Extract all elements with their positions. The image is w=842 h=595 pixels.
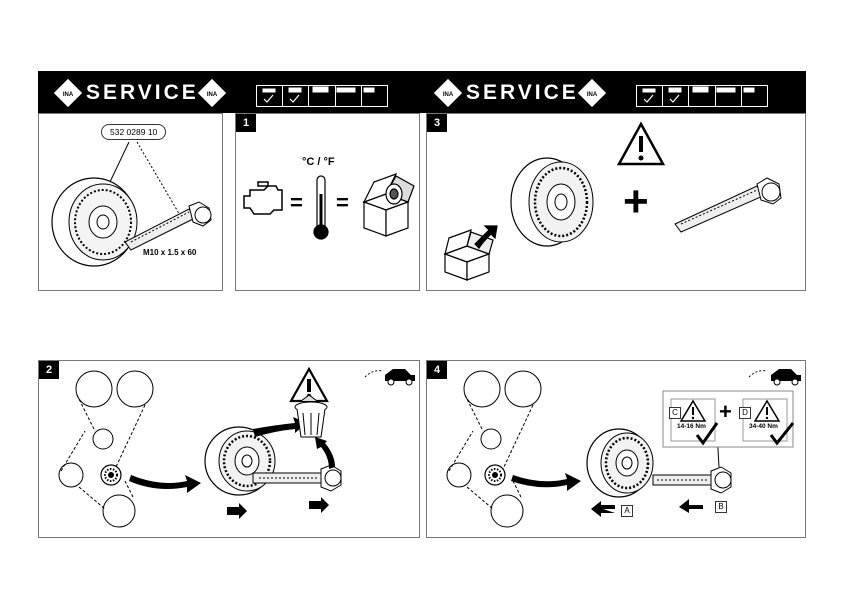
step-number: 3 [427, 114, 447, 132]
plus-sign: + [623, 177, 649, 226]
ina-logo-icon: INA [577, 78, 607, 108]
belt-drive-icon [58, 370, 154, 528]
step-1-illustration [243, 172, 415, 240]
panel-step-2: 2 [38, 360, 420, 538]
vehicle-type-strip [636, 85, 768, 107]
belt-drive-icon [446, 370, 542, 528]
van-icon [663, 86, 690, 106]
torque-c-value: 14-16 Nm [677, 423, 706, 430]
svg-text:INA: INA [63, 92, 74, 98]
engine-icon [243, 181, 283, 215]
plus-sign: + [719, 399, 732, 424]
ina-logo-icon: INA [433, 78, 463, 108]
warning-icon [616, 121, 666, 166]
bus-icon [716, 86, 742, 106]
open-box-icon [443, 225, 498, 281]
parts-illustration [51, 141, 212, 267]
car-icon [637, 86, 664, 106]
vehicle-type-graphics [262, 86, 375, 103]
truck-icon [689, 86, 716, 106]
svg-text:INA: INA [587, 92, 598, 98]
bolt-icon [124, 201, 212, 251]
label-b: B [715, 501, 727, 513]
step-number: 4 [427, 361, 447, 379]
banner-left: INA SERVICE INA [38, 71, 422, 113]
check-icon [695, 422, 719, 446]
thermometer-icon [313, 175, 329, 240]
step-4-illustration [446, 369, 801, 528]
svg-text:INA: INA [207, 92, 218, 98]
panel-step-1: 1 °C / °F = = [235, 113, 420, 291]
part-number-label: 532 0289 10 [101, 124, 167, 140]
ina-logo-icon: INA [197, 78, 227, 108]
service-title: SERVICE [466, 81, 579, 104]
bus-icon [336, 86, 362, 106]
warning-icon [753, 399, 781, 422]
check-icon [769, 422, 795, 446]
open-box-icon [362, 172, 415, 237]
panel-parts-overview: 532 0289 10 M10 x 1.5 x 60 [38, 113, 223, 291]
pulley-icon [510, 157, 594, 247]
step-number: 1 [236, 114, 256, 132]
pulley-icon [204, 426, 276, 496]
bolt-spec-label: M10 x 1.5 x 60 [143, 248, 197, 257]
equals-sign: = [290, 190, 303, 215]
pulley-icon [51, 177, 138, 267]
ina-logo-icon: INA [53, 78, 83, 108]
torque-d-value: 34-40 Nm [749, 423, 778, 430]
step-number: 2 [39, 361, 59, 379]
pulley-icon [586, 428, 654, 498]
banner-right: INA SERVICE INA [422, 71, 806, 113]
label-c: C [669, 407, 681, 419]
service-banner: INA SERVICE INA [38, 71, 806, 113]
svg-text:INA: INA [443, 92, 454, 98]
car-icon [257, 86, 284, 106]
warning-icon [679, 399, 707, 422]
equals-sign: = [336, 190, 349, 215]
vehicle-type-graphics [642, 86, 755, 103]
vehicle-type-strip [256, 85, 388, 107]
service-title: SERVICE [86, 81, 199, 104]
bolt-icon [652, 466, 732, 494]
arrow-icon [129, 475, 201, 493]
panel-step-3: 3 + [426, 113, 806, 291]
car-icon [748, 369, 801, 386]
step-2-illustration [58, 366, 415, 528]
label-a: A [621, 505, 633, 517]
label-d: D [739, 407, 751, 419]
temperature-label: °C / °F [302, 156, 335, 168]
trash-bin-icon [294, 394, 328, 438]
panel-step-4: 4 [426, 360, 806, 538]
arrow-icon [511, 473, 581, 491]
car-icon [364, 369, 415, 386]
bolt-icon [252, 464, 342, 492]
truck-icon [309, 86, 336, 106]
van-icon [283, 86, 310, 106]
bolt-icon [674, 177, 782, 233]
step-3-illustration [443, 121, 782, 281]
